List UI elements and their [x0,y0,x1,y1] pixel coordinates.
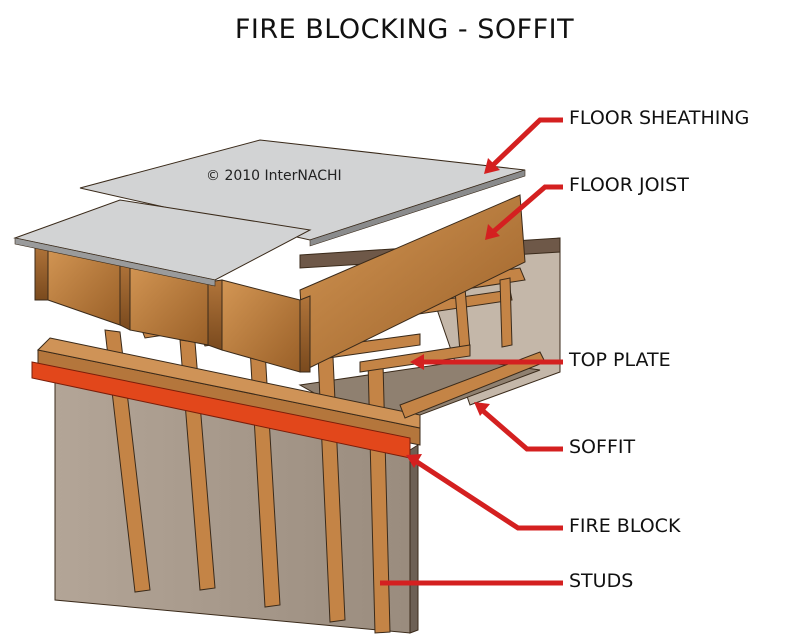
floor-joist [221,279,301,373]
floor-joists [34,194,526,373]
label-floor-joist: FLOOR JOIST [569,174,689,196]
label-studs: STUDS [569,570,634,592]
floor-joist-end [299,295,311,373]
label-soffit: SOFFIT [569,436,636,458]
wall-drywall-edge [409,444,419,634]
floor-joist [119,261,131,331]
floor-sheathing-back-edge [309,169,526,247]
leader-lines [380,117,563,586]
label-fire-block: FIRE BLOCK [569,515,681,537]
top-plate-upper [36,337,421,429]
floor-joist [207,279,223,351]
leader-soffit [480,408,563,452]
diagram-title: FIRE BLOCKING - SOFFIT [234,14,575,45]
label-floor-sheathing: FLOOR SHEATHING [569,107,750,129]
floor-joist [34,244,49,301]
floor-sheathing-front-edge [14,237,216,287]
leader-floor-sheathing [490,117,563,168]
leader-fire-block [412,457,563,531]
arrowhead [484,158,500,174]
copyright-text: © 2010 InterNACHI [206,168,342,184]
arrowhead [410,354,424,370]
leader-floor-joist [491,184,563,234]
arrowhead [474,402,490,416]
arrowhead [406,454,422,468]
label-top-plate: TOP PLATE [569,349,671,371]
arrowhead [485,224,500,240]
leader-arrowheads [406,158,500,468]
